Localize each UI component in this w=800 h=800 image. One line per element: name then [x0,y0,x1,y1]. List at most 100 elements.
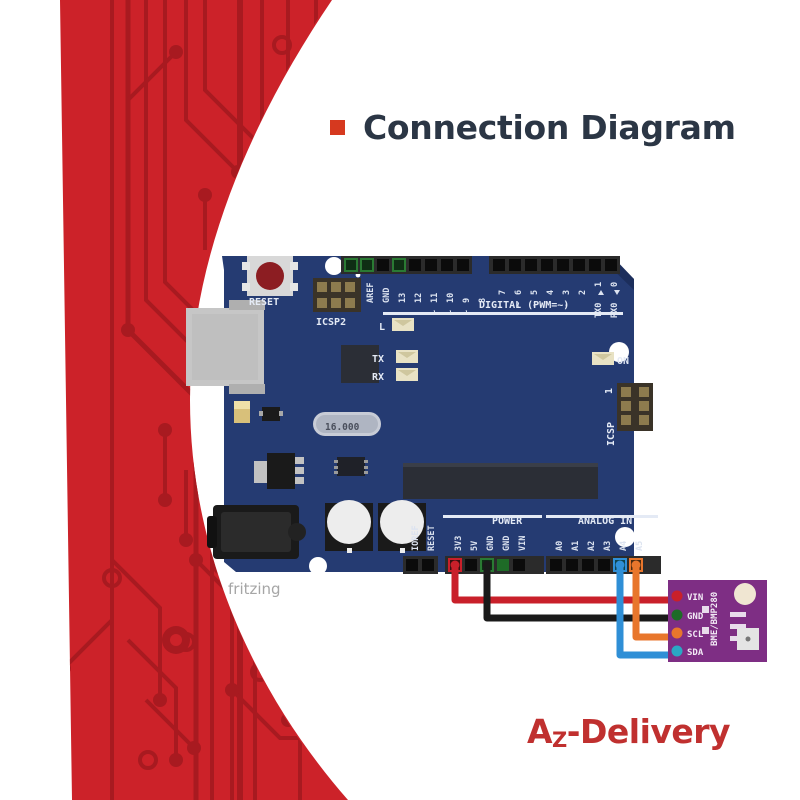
title-bullet-icon [330,120,345,135]
ioref-reset-header[interactable] [403,556,438,574]
ioref-reset-labels: IOREF RESET [411,525,437,551]
svg-text:VIN: VIN [518,536,528,551]
usb-serial-chip [341,345,379,383]
pin-gnd-2 [497,559,509,571]
led-tx [396,350,418,363]
svg-text:1: 1 [594,282,604,287]
usb-connector [186,300,265,394]
sensor-pin-scl [671,627,683,639]
svg-text:A5: A5 [635,541,645,551]
svg-text:2: 2 [578,290,588,295]
analog-group-label: ANALOG IN [578,516,632,527]
led-rx [396,368,418,381]
svg-text:10: 10 [446,293,456,303]
power-pin-labels: 3V3 5V GND GND VIN [454,536,528,551]
svg-text:~: ~ [530,302,540,307]
sensor-pin-sda [671,645,683,657]
svg-text:GND: GND [486,536,496,551]
page-title: Connection Diagram [363,108,736,147]
svg-text:GND: GND [502,536,512,551]
svg-text:~: ~ [514,302,524,307]
sensor-pin-labels: VIN GND SCL SDA [687,593,704,658]
svg-text:7: 7 [498,290,508,295]
analog-header[interactable] [546,556,661,574]
wire-3v3-vin [451,562,680,604]
power-header[interactable] [445,556,544,574]
logo-letter-z: Z [552,728,567,752]
power-jack [207,505,306,559]
logo-letter-a: A [527,712,553,751]
icsp-header [617,383,653,431]
digital-header-left[interactable] [341,256,472,274]
pin-vin [513,559,525,571]
az-delivery-logo: AZ-Delivery [527,712,731,752]
svg-text:A1: A1 [571,541,581,551]
icsp-pin1-label: 1 [604,388,615,394]
voltage-regulator [254,453,304,489]
icsp2-label: ICSP2 [316,317,346,328]
rx0-label: RX0 [610,303,620,318]
led-l [392,318,414,331]
power-group-rule [443,515,542,518]
svg-text:RESET: RESET [427,525,437,551]
svg-text:A2: A2 [587,541,597,551]
svg-text:IOREF: IOREF [411,525,421,551]
wire-a4-sda [616,562,680,659]
analog-group-rule [546,515,658,518]
led-rx-label: RX [372,372,384,383]
header-pin-holes [344,258,469,272]
svg-text:GND: GND [382,288,392,303]
digital-header-right[interactable] [489,256,620,274]
tx0-label: TX0 [594,303,604,318]
red-panel [60,0,348,800]
svg-text:A0: A0 [555,541,565,551]
sensor-part-name: BME/BMP280 [710,592,720,646]
svg-text:GND: GND [687,612,704,622]
logo-wordmark: -Delivery [566,712,731,751]
pin-a0 [550,559,562,571]
svg-text:5: 5 [530,290,540,295]
bme280-sensor-module [668,580,767,662]
svg-text:VIN: VIN [687,593,703,603]
mounting-hole [309,557,327,575]
svg-text:12: 12 [414,293,424,303]
led-on [592,352,614,365]
svg-text:AREF: AREF [366,283,376,303]
svg-text:0: 0 [610,282,620,287]
svg-text:8: 8 [478,298,488,303]
crystal-label: 16.000 [325,422,360,433]
svg-text:~: ~ [562,302,572,307]
icsp-label: ICSP [606,422,617,446]
svg-text:9: 9 [462,298,472,303]
svg-text:3V3: 3V3 [454,536,464,551]
smd-components [234,401,283,423]
analog-pin-labels: A0 A1 A2 A3 A4 A5 [555,541,645,551]
svg-text:A3: A3 [603,541,613,551]
svg-text:A4: A4 [619,541,629,551]
page-title-row: Connection Diagram [330,108,736,147]
rx-arrow-icon [614,290,620,295]
fritzing-watermark: fritzing [228,580,281,598]
tx-arrow-icon [598,290,604,295]
pin-5v [465,559,477,571]
reset-button[interactable] [242,256,298,296]
svg-text:5V: 5V [470,541,480,551]
led-l-label: L [379,322,385,333]
power-group-label: POWER [492,516,523,527]
svg-text:SDA: SDA [687,648,704,658]
digital-group-rule [383,312,623,315]
svg-text:11: 11 [430,293,440,303]
svg-text:13: 13 [398,293,408,303]
wire-a5-scl [632,562,680,641]
pin-a3 [598,559,610,571]
svg-text:3: 3 [562,290,572,295]
pin-a1 [566,559,578,571]
icsp2-header [313,272,361,312]
led-tx-label: TX [372,354,384,365]
crystal-oscillator [313,412,381,436]
mounting-hole [325,257,343,275]
soic-chip [334,457,368,476]
svg-text:4: 4 [546,290,556,295]
